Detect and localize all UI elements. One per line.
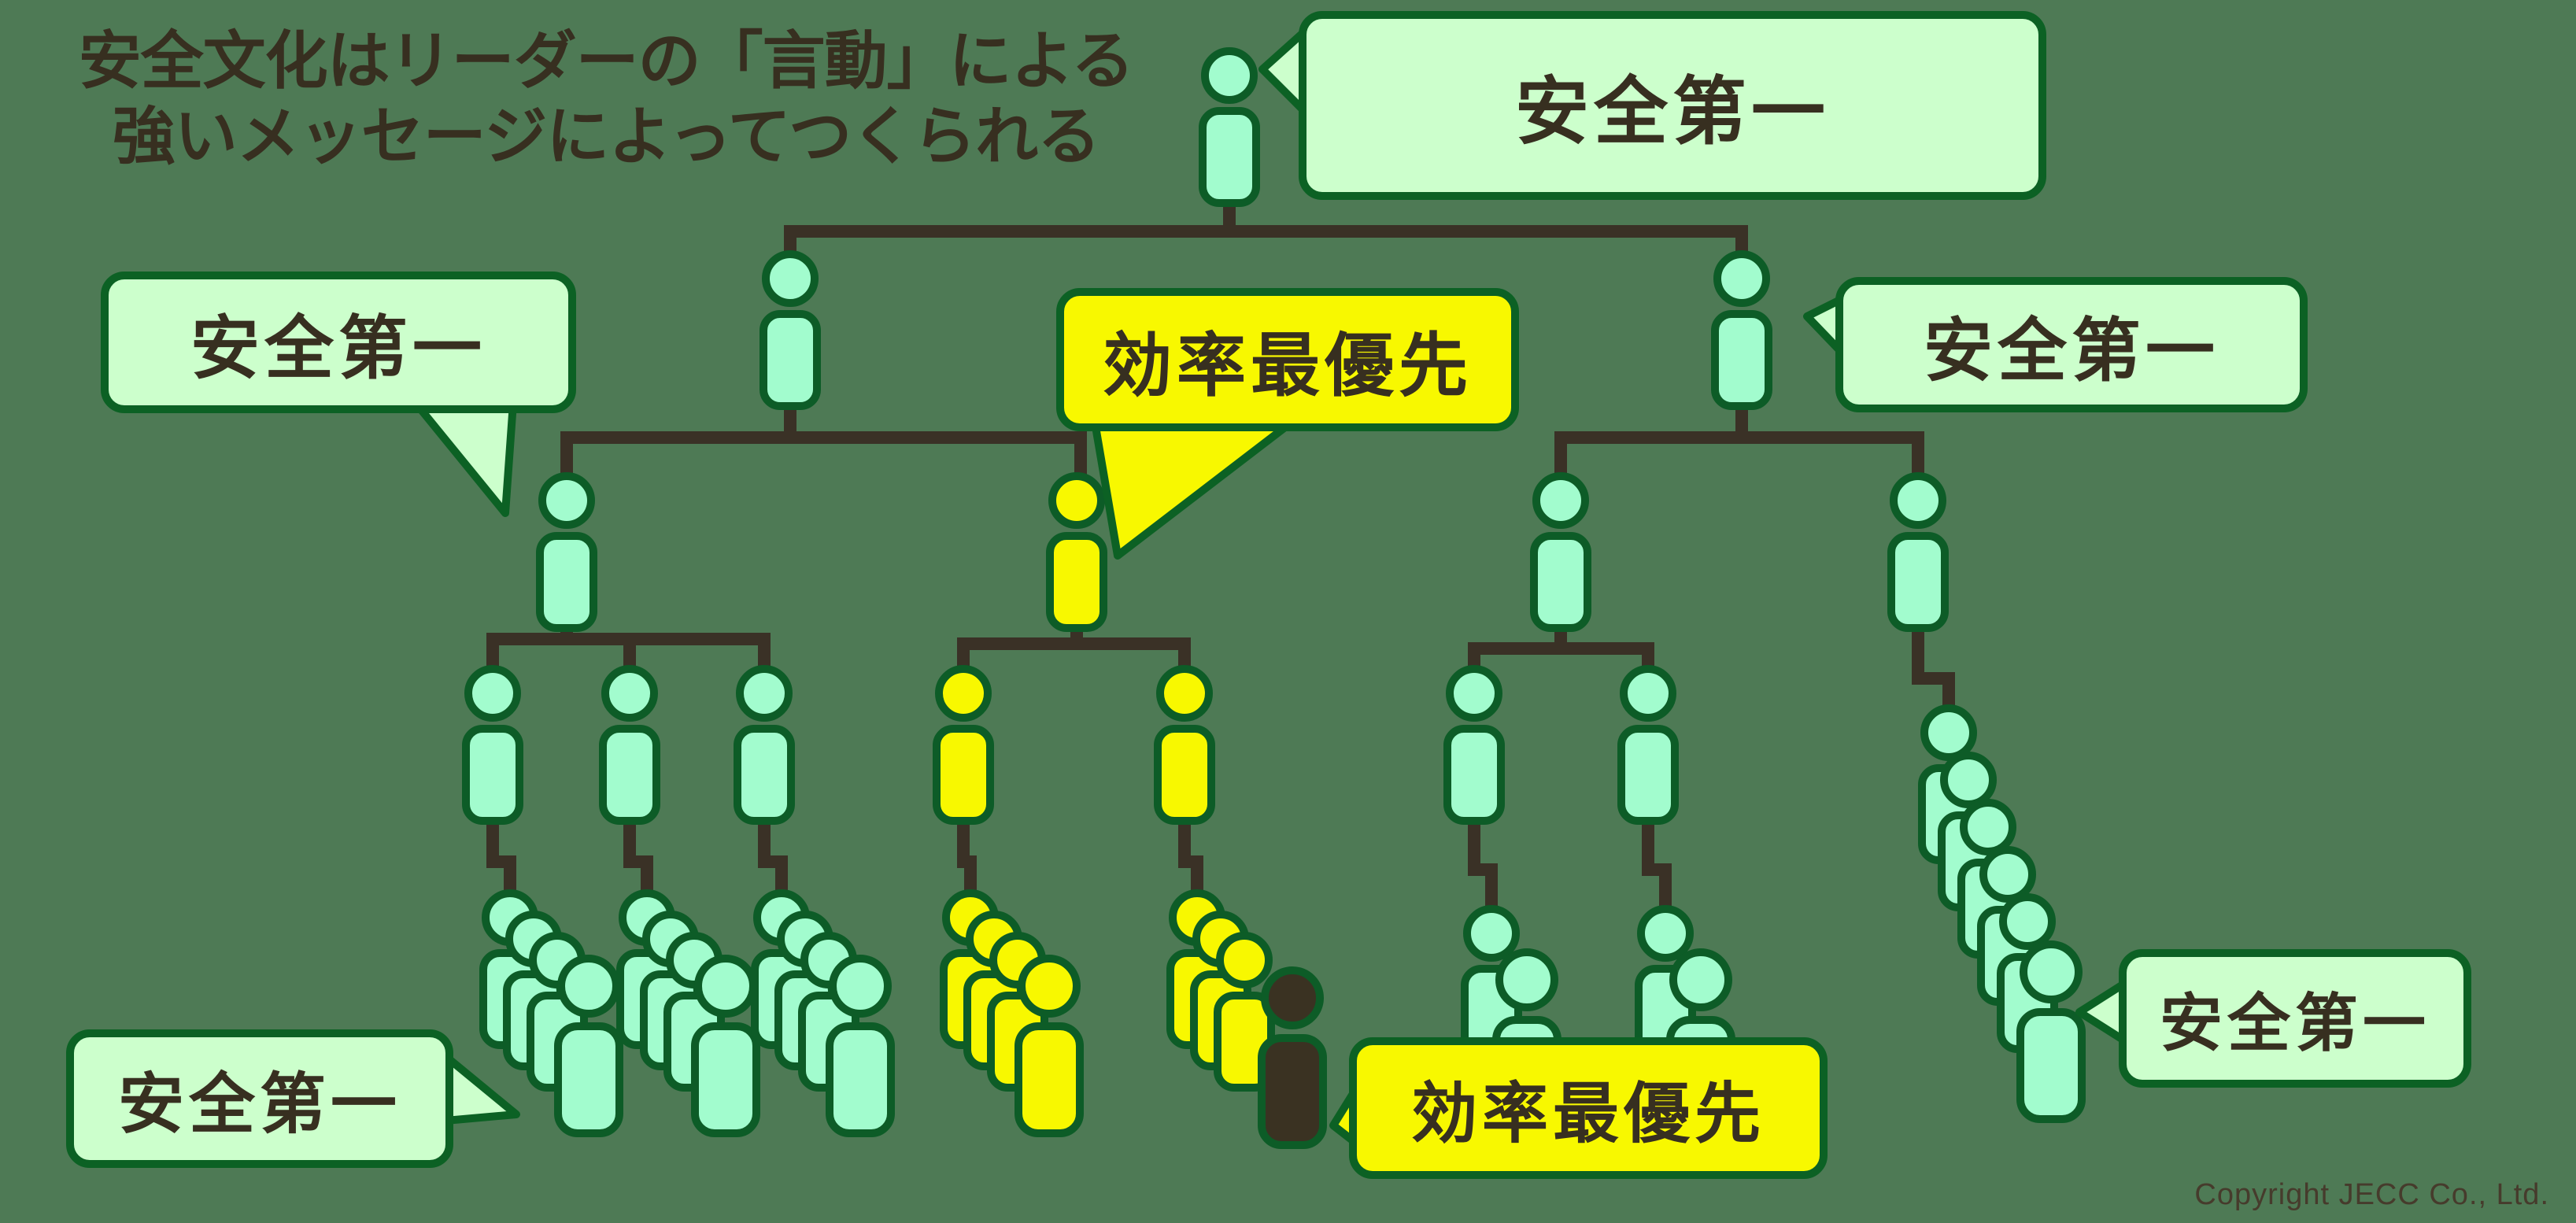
person-icon [826,955,895,1137]
person-body [759,310,821,410]
person-head [601,665,658,722]
speech-bubble-bottom-left-text: 安全第一 [117,1066,401,1141]
person-icon [759,250,821,412]
person-body [1443,725,1505,825]
person-head [1048,472,1105,529]
person-body [554,1022,623,1137]
person-body [1046,532,1107,632]
yellow-person-icon [1015,955,1084,1137]
speech-bubble-bottom-center-text: 効率最優先 [1410,1076,1765,1151]
person-body [1154,725,1215,825]
speech-bubble-bottom-right: 安全第一 [2119,949,2471,1088]
copyright-notice: Copyright JECC Co., Ltd. [2194,1178,2549,1211]
speech-bubble-mid-right: 安全第一 [1835,277,2308,412]
person-head [1446,665,1502,722]
speech-bubble-mid-center: 効率最優先 [1056,288,1519,431]
person-icon [1617,665,1679,826]
person-icon [1199,47,1260,209]
connector-level1 [784,195,1748,272]
page-title: 安全文化はリーダーの「言動」による 強いメッセージによってつくられる [55,24,1157,175]
yellow-person-icon [1154,665,1215,826]
speech-bubble-mid-center-text: 効率最優先 [1102,326,1473,405]
speech-bubble-mid-left: 安全第一 [101,272,576,413]
person-head [1201,47,1258,104]
person-icon [599,665,660,826]
person-head [935,665,992,722]
person-head [1960,799,2016,855]
speech-bubble-top-text: 安全第一 [1514,70,1830,153]
person-head [464,665,521,722]
title-line-1: 安全文化はリーダーの「言動」による [78,26,1135,96]
person-head [538,472,595,529]
person-icon [462,665,523,826]
person-body [462,725,523,825]
person-head [1018,955,1081,1018]
person-body [1617,725,1679,825]
person-body [1258,1034,1327,1149]
yellow-person-icon [933,665,994,826]
person-body [1887,532,1949,632]
person-body [1199,107,1260,207]
person-head [1216,932,1273,988]
dark-person-icon [1258,966,1327,1149]
speech-bubble-top: 安全第一 [1299,11,2046,200]
person-head [1999,893,2056,950]
person-head [1620,665,1676,722]
title-line-2: 強いメッセージによってつくられる [112,102,1100,172]
person-body [536,532,597,632]
person-head [1156,665,1213,722]
person-head [1713,250,1770,307]
person-icon [734,665,795,826]
person-icon [2016,940,2086,1123]
connector-level3-b [957,626,1191,677]
mid-center-bubble-tail [1092,423,1290,560]
person-head [1669,948,1732,1011]
person-head [1532,472,1589,529]
speech-bubble-bottom-right-text: 安全第一 [2160,988,2430,1059]
person-head [1261,966,1324,1029]
connector-level4-groups [486,820,1672,914]
person-icon [1530,472,1591,634]
speech-bubble-bottom-center: 効率最優先 [1349,1037,1828,1179]
person-head [829,955,892,1018]
person-body [734,725,795,825]
person-body [1711,310,1772,410]
connector-level2-right [1554,405,1924,484]
person-body [1015,1022,1084,1137]
connector-level2-left [560,405,1087,482]
person-head [762,250,819,307]
mid-left-bubble-tail [412,399,517,517]
speech-bubble-mid-left-text: 安全第一 [190,309,486,387]
person-body [826,1022,895,1137]
person-head [2020,940,2083,1003]
connector-level3-c [1468,626,1654,681]
person-icon [1887,472,1949,634]
person-icon [1443,665,1505,826]
person-body [2016,1008,2086,1123]
yellow-person-icon [1046,472,1107,634]
person-head [1890,472,1946,529]
person-body [599,725,660,825]
person-icon [691,955,760,1137]
bottom-left-bubble-tail [442,1052,520,1125]
person-head [736,665,793,722]
speech-bubble-mid-right-text: 安全第一 [1923,311,2219,390]
person-body [933,725,994,825]
connector-level3-d-elbow [1912,626,1955,715]
person-body [691,1022,760,1137]
person-body [1530,532,1591,632]
person-icon [536,472,597,634]
person-head [1495,948,1558,1011]
speech-bubble-bottom-left: 安全第一 [66,1029,453,1168]
connector-level3-a [486,626,771,675]
person-icon [1711,250,1772,412]
